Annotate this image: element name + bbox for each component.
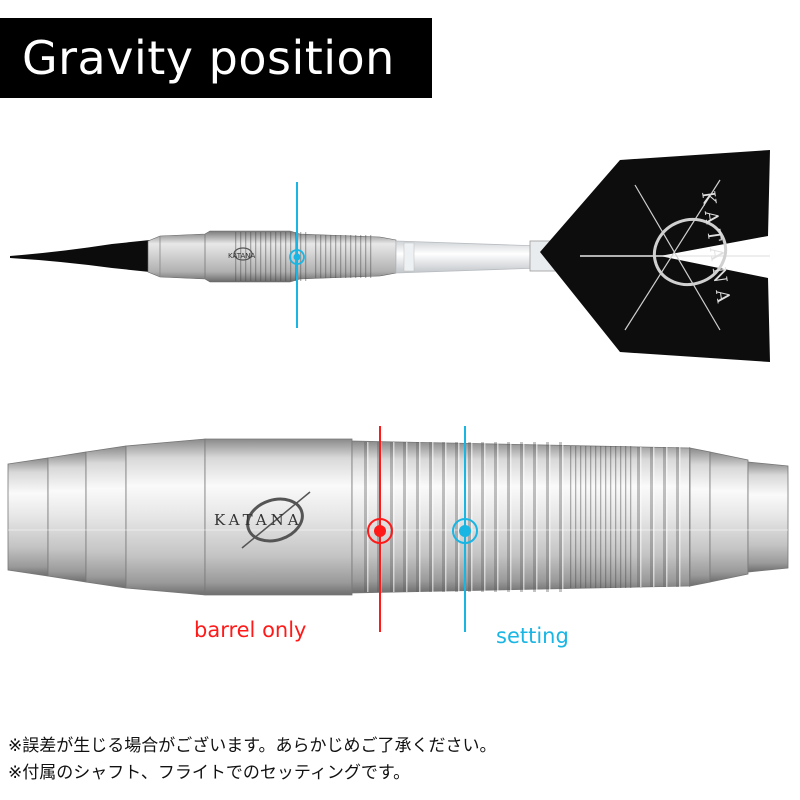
notes: ※誤差が生じる場合がございます。あらかじめご了承ください。 ※付属のシャフト、フ… bbox=[8, 733, 497, 787]
barrel-logo: KATANA bbox=[214, 491, 311, 549]
barrel-only-marker bbox=[367, 518, 393, 544]
title-banner: Gravity position bbox=[0, 18, 432, 98]
note-line: ※付属のシャフト、フライトでのセッティングです。 bbox=[8, 763, 411, 783]
setting-marker-small bbox=[289, 249, 305, 265]
barrel-only-label: barrel only bbox=[194, 618, 307, 642]
note-line: ※誤差が生じる場合がございます。あらかじめご了承ください。 bbox=[8, 736, 497, 756]
setting-label: setting bbox=[496, 624, 569, 648]
dart-flight: KATANA bbox=[540, 150, 770, 362]
full-dart: KATANA KATANA bbox=[10, 150, 770, 362]
large-barrel: KATANA bbox=[7, 426, 789, 632]
small-barrel bbox=[147, 230, 397, 283]
svg-text:KATANA: KATANA bbox=[214, 511, 303, 529]
svg-text:KATANA: KATANA bbox=[228, 252, 255, 260]
setting-marker bbox=[452, 518, 478, 544]
page-title: Gravity position bbox=[22, 31, 395, 85]
dart-tip bbox=[10, 240, 150, 272]
small-logo: KATANA bbox=[228, 247, 255, 261]
